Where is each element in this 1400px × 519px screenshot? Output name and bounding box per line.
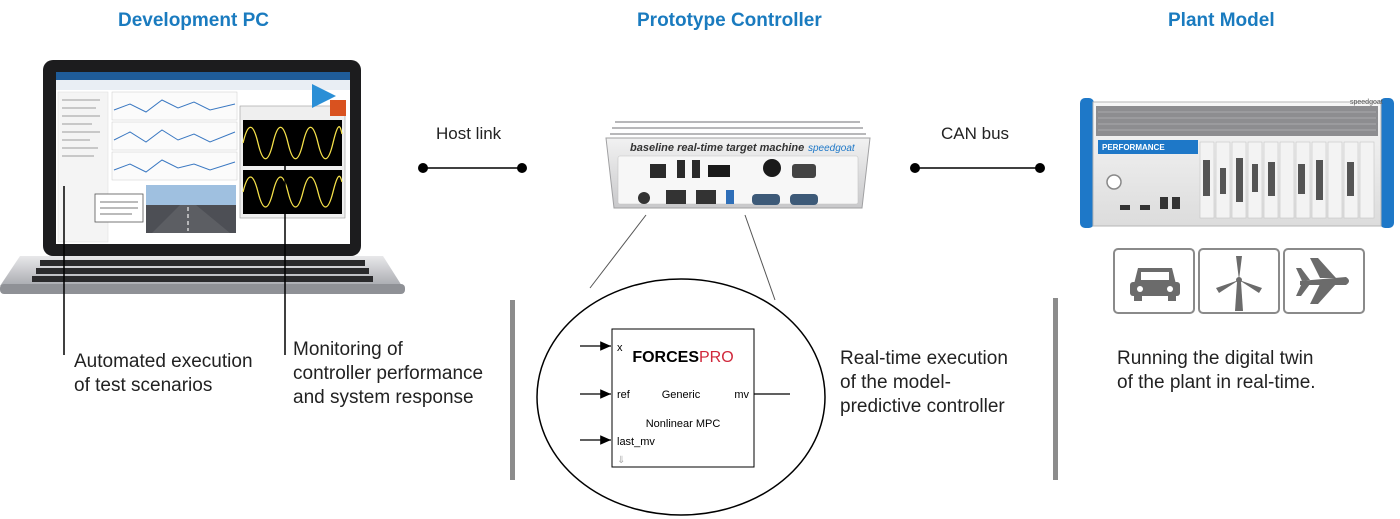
caption-realtime-execution: Real-time execution of the model- predic… — [840, 348, 1008, 417]
can-bus-connector — [910, 163, 1045, 173]
caption-digital-twin: Running the digital twin of the plant in… — [1117, 348, 1316, 393]
heading-prototype-controller: Prototype Controller — [637, 10, 822, 31]
heading-plant-model: Plant Model — [1168, 10, 1275, 31]
port-ref: ref — [617, 389, 631, 401]
host-link-label: Host link — [436, 124, 502, 143]
airplane-icon — [1283, 248, 1365, 314]
port-x: x — [617, 342, 623, 354]
port-last-mv: last_mv — [617, 436, 655, 448]
divider-right — [1053, 298, 1058, 480]
callout-line-right — [744, 214, 776, 301]
laptop-keyboard — [32, 260, 373, 282]
heading-development-pc: Development PC — [118, 10, 269, 31]
block-type: Generic — [662, 389, 701, 401]
port-mv: mv — [734, 389, 749, 401]
caption-automated-execution: Automated execution of test scenarios — [74, 351, 253, 396]
forcespro-block: x ref last_mv mv FORCESPRO Generic Nonli… — [580, 328, 790, 468]
controller-brand: speedgoat — [808, 143, 856, 154]
machine-label: baseline real-time target machine — [630, 142, 804, 154]
callout-line-left — [589, 214, 647, 289]
divider-left — [510, 300, 515, 480]
performance-target-machine: speedgoat PERFORMANCE — [1080, 98, 1394, 228]
down-arrow-icon: ⇓ — [617, 455, 625, 466]
caption-monitoring: Monitoring of controller performance and… — [293, 339, 484, 408]
plant-brand: speedgoat — [1350, 99, 1383, 106]
wind-turbine-icon — [1198, 248, 1280, 314]
can-bus-label: CAN bus — [941, 124, 1010, 143]
baseline-target-machine: baseline real-time target machine speedg… — [605, 121, 871, 209]
car-icon — [1113, 248, 1195, 314]
host-link-connector — [418, 163, 527, 173]
block-name: Nonlinear MPC — [646, 418, 721, 430]
performance-badge: PERFORMANCE — [1102, 143, 1165, 152]
forcespro-logo: FORCESPRO — [632, 349, 733, 366]
laptop — [0, 60, 405, 294]
